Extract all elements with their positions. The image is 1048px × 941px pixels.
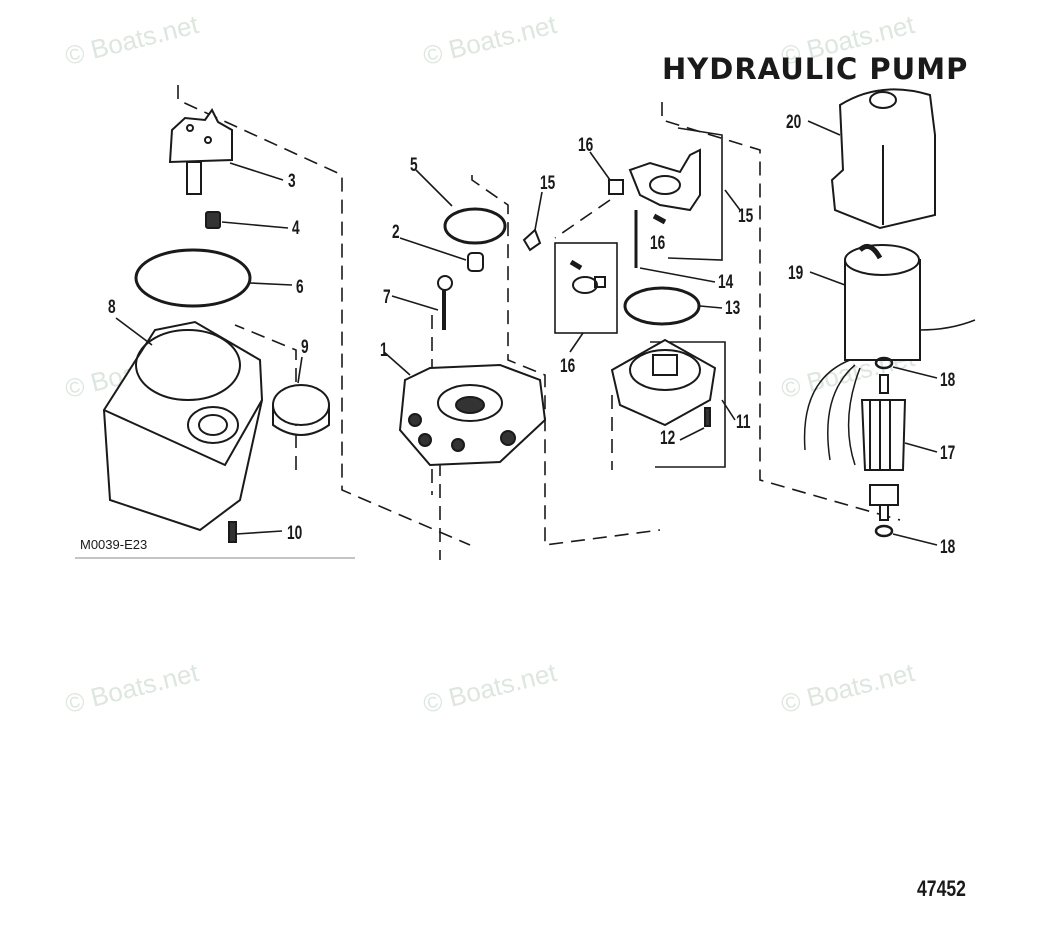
callout-10[interactable]: 10 (287, 523, 303, 544)
part-20-motor-cover (830, 88, 936, 230)
callout-11[interactable]: 11 (736, 412, 751, 433)
callout-7[interactable]: 7 (383, 287, 391, 308)
document-number: 47452 (917, 876, 966, 901)
callout-15-clip[interactable]: 15 (540, 173, 556, 194)
leader-lines (115, 120, 938, 546)
callout-13[interactable]: 13 (725, 298, 741, 319)
callout-18-upper[interactable]: 18 (940, 370, 956, 391)
callout-6[interactable]: 6 (296, 277, 304, 298)
callout-12[interactable]: 12 (660, 428, 676, 449)
callout-1[interactable]: 1 (380, 340, 388, 361)
part-19-field-frame (803, 243, 976, 466)
part-11-end-housing (610, 338, 717, 427)
callout-4[interactable]: 4 (292, 218, 300, 239)
callout-5[interactable]: 5 (410, 155, 418, 176)
diagram-title: HYDRAULIC PUMP (662, 52, 969, 86)
callout-9[interactable]: 9 (301, 337, 309, 358)
callout-18-lower[interactable]: 18 (940, 537, 956, 558)
callout-16-kit[interactable]: 16 (560, 356, 576, 377)
part-3-fitting (168, 108, 233, 195)
drawing-code: M0039-E23 (80, 537, 148, 552)
callout-19[interactable]: 19 (788, 263, 804, 284)
callout-20[interactable]: 20 (786, 112, 802, 133)
callout-16-spring[interactable]: 16 (650, 233, 666, 254)
callout-15-holder[interactable]: 15 (738, 206, 754, 227)
part-8-reservoir (102, 320, 264, 532)
callout-8[interactable]: 8 (108, 297, 116, 318)
callout-16-brush[interactable]: 16 (578, 135, 594, 156)
callout-3[interactable]: 3 (288, 171, 296, 192)
part-1-pump-body (398, 363, 547, 467)
part-15-brush-holder (628, 148, 701, 212)
callout-14[interactable]: 14 (718, 272, 734, 293)
callout-17[interactable]: 17 (940, 443, 956, 464)
part-17-armature (860, 374, 907, 521)
callout-2[interactable]: 2 (392, 222, 400, 243)
assembly-lines (177, 85, 901, 560)
